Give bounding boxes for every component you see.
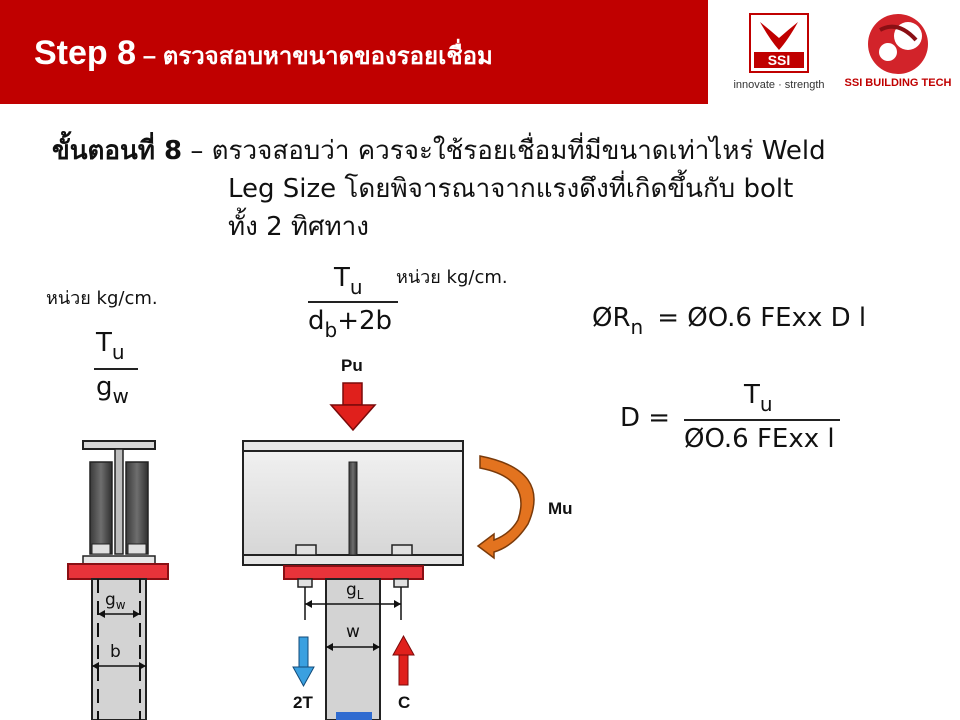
step-description-line3: ทั้ง 2 ทิศทาง	[228, 212, 369, 242]
ssi-logo: SSI innovate · strength SSI BUILDING TEC…	[733, 13, 952, 91]
logo-area: SSI innovate · strength SSI BUILDING TEC…	[708, 0, 960, 104]
d-formula-denominator: ØO.6 FExx l	[684, 424, 835, 454]
step-label: ขั้นตอนที่ 8	[52, 136, 183, 166]
rn-formula: ØRn= ØO.6 FExx D l	[592, 303, 867, 339]
tension-arrow	[292, 636, 315, 688]
line1-text: – ตรวจสอบว่า ควรจะใช้รอยเชื่อมที่มีขนาดเ…	[182, 136, 826, 166]
left-unit-label: หน่วย kg/cm.	[46, 288, 158, 309]
pu-label: Pu	[341, 356, 363, 375]
step-description-line2: Leg Size โดยพิจารณาจากแรงดึงที่เกิดขึ้นก…	[228, 174, 794, 204]
d-formula-lhs: D =	[620, 403, 671, 433]
header-bar	[0, 0, 708, 104]
side-view	[67, 440, 169, 720]
step-description-line1: ขั้นตอนที่ 8 – ตรวจสอบว่า ควรจะใช้รอยเชื…	[52, 133, 826, 169]
middle-unit-label: หน่วย kg/cm.	[396, 267, 508, 288]
b-label: b	[110, 642, 121, 662]
front-view	[242, 440, 464, 720]
left-formula-denominator: gw	[96, 372, 129, 408]
middle-formula-denominator: db+2b	[308, 306, 393, 342]
compression-arrow	[392, 634, 415, 686]
middle-formula-numerator: Tu	[334, 263, 363, 299]
mu-label: Mu	[548, 499, 573, 518]
d-formula-numerator: Tu	[744, 380, 773, 416]
left-fraction-bar	[94, 368, 138, 370]
bt-logo-text: SSI BUILDING TECH	[845, 77, 952, 89]
tension-label: 2T	[293, 693, 313, 712]
w-label: w	[346, 622, 360, 642]
left-formula-numerator: Tu	[96, 328, 125, 364]
middle-base-plate	[283, 565, 424, 580]
pu-arrow	[329, 382, 377, 432]
gl-label: gL	[346, 580, 364, 602]
left-base-plate	[67, 563, 169, 580]
mu-arrow	[476, 455, 535, 560]
ssi-tagline: innovate · strength	[733, 79, 824, 91]
ssi-logo-text: SSI	[768, 52, 791, 68]
title-step: Step 8	[34, 34, 137, 72]
compression-label: C	[398, 693, 411, 712]
slide-title: Step 8 – ตรวจสอบหาขนาดของรอยเชื่อม	[34, 34, 493, 75]
d-fraction-bar	[684, 419, 840, 421]
title-rest: – ตรวจสอบหาขนาดของรอยเชื่อม	[136, 43, 493, 70]
middle-fraction-bar	[308, 301, 398, 303]
gw-label: gw	[105, 590, 126, 612]
